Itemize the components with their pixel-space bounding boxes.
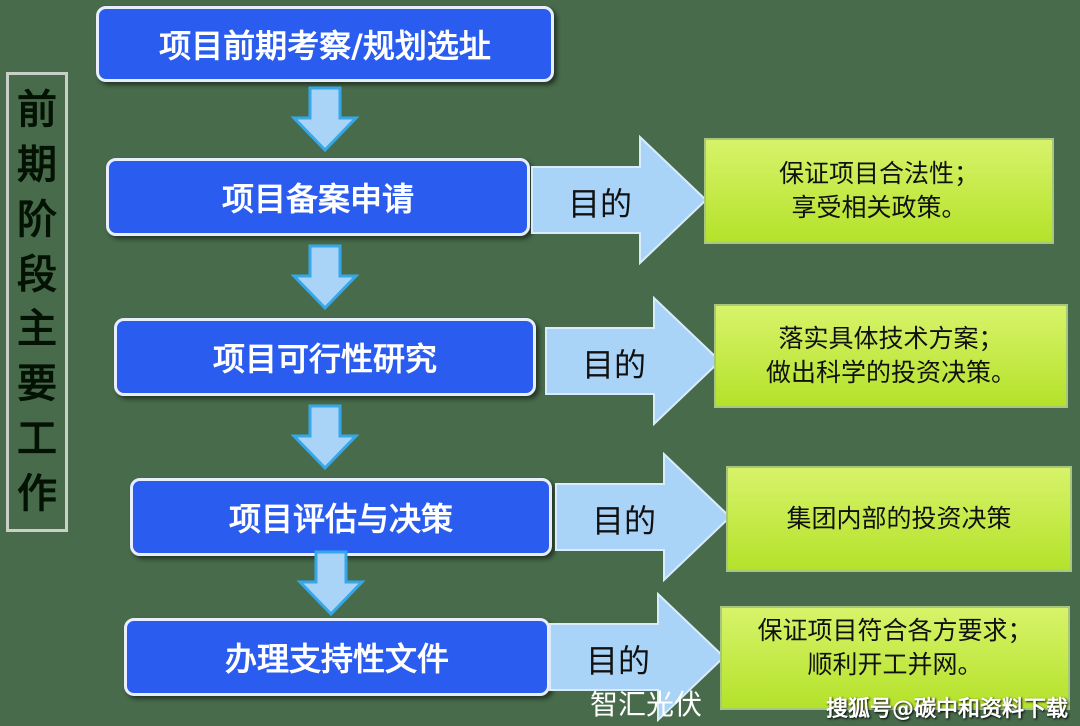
- step-site-selection: 项目前期考察/规划选址: [96, 6, 554, 82]
- side-title: 前 期 阶 段 主 要 工 作: [6, 72, 68, 532]
- side-char: 阶: [17, 196, 57, 243]
- side-char: 期: [17, 142, 57, 189]
- goal-line: 享受相关政策。: [791, 193, 967, 222]
- side-char: 作: [17, 470, 57, 517]
- goal-line: 保证项目合法性；: [778, 159, 979, 189]
- side-char: 主: [17, 306, 57, 353]
- goal-line: 集团内部的投资决策: [786, 504, 1012, 534]
- side-char: 前: [17, 87, 57, 134]
- step-feasibility: 项目可行性研究: [114, 318, 536, 396]
- purpose-label: 目的: [582, 346, 647, 384]
- goal-line: 顺利开工并网。: [807, 649, 983, 679]
- step-filing: 项目备案申请: [106, 158, 530, 236]
- goal-line: 落实具体技术方案；: [778, 324, 1004, 354]
- goal-line: 做出科学的投资决策。: [765, 358, 1016, 387]
- goal-box: 保证项目符合各方要求； 顺利开工并网。: [720, 606, 1070, 710]
- down-arrow-icon: [296, 550, 366, 616]
- purpose-arrow: 目的: [554, 452, 734, 582]
- side-char: 段: [17, 251, 57, 298]
- watermark-source: 搜狐号@碳中和资料下载: [826, 697, 1069, 722]
- goal-box: 落实具体技术方案； 做出科学的投资决策。: [714, 304, 1068, 408]
- watermark-account: 智汇光伏: [590, 688, 703, 721]
- side-char: 要: [17, 361, 57, 408]
- goal-line: 保证项目符合各方要求；: [757, 616, 1033, 645]
- step-documents: 办理支持性文件: [124, 618, 550, 696]
- step-evaluation: 项目评估与决策: [130, 478, 552, 556]
- purpose-arrow: 目的: [544, 296, 724, 426]
- down-arrow-icon: [290, 244, 360, 310]
- purpose-arrow: 目的: [530, 135, 710, 265]
- goal-box: 保证项目合法性； 享受相关政策。: [704, 138, 1054, 244]
- goal-box: 集团内部的投资决策: [726, 466, 1072, 572]
- purpose-label: 目的: [586, 642, 651, 680]
- purpose-arrow: 目的: [548, 592, 728, 722]
- purpose-label: 目的: [568, 185, 633, 223]
- purpose-label: 目的: [592, 502, 657, 540]
- down-arrow-icon: [290, 86, 360, 152]
- down-arrow-icon: [290, 404, 360, 470]
- side-char: 工: [17, 415, 57, 462]
